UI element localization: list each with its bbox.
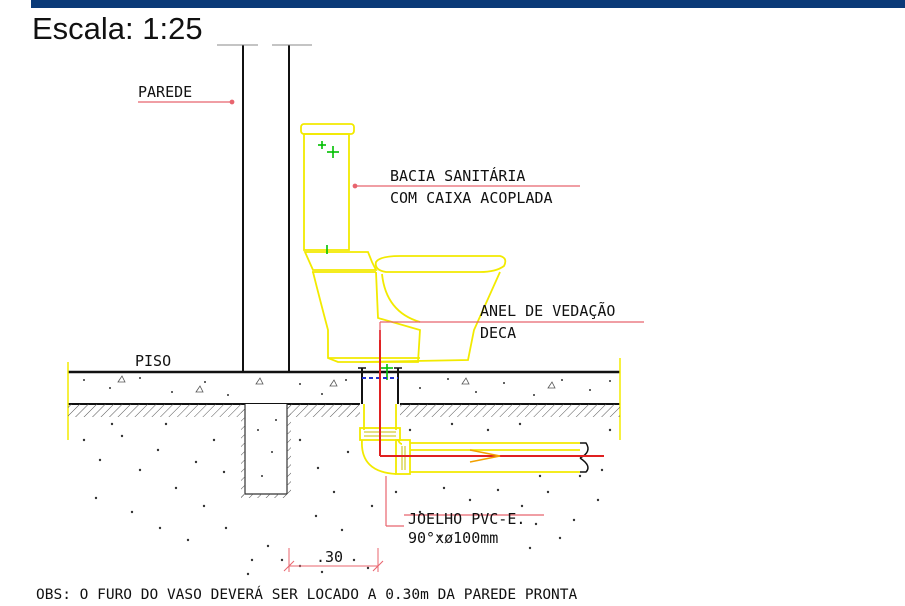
observation-note: OBS: O FURO DO VASO DEVERÁ SER LOCADO A … — [36, 586, 578, 603]
header-bar — [31, 0, 905, 8]
ring-label-line1: ANEL DE VEDAÇÃO — [480, 301, 615, 320]
wall — [217, 44, 312, 372]
wall-foundation — [241, 404, 291, 498]
scale-title: Escala: 1:25 — [32, 11, 203, 46]
elbow-label-line1: JOELHO PVC-E. — [408, 510, 525, 528]
ring-label-line2: DECA — [480, 324, 516, 342]
toilet-fixture — [300, 123, 507, 380]
soil-fill — [82, 422, 612, 576]
pipe-axis — [379, 330, 604, 463]
toilet-label-line1: BACIA SANITÁRIA — [390, 166, 525, 185]
elbow-label-line2: 90°xø100mm — [408, 529, 498, 547]
wall-label: PAREDE — [138, 83, 192, 101]
dimension-label: .30 — [316, 548, 343, 566]
leader-lines — [138, 99, 644, 527]
toilet-label-line2: COM CAIXA ACOPLADA — [390, 189, 553, 207]
floor-label: PISO — [135, 352, 171, 370]
floor-slab — [67, 358, 621, 440]
screw-markers — [318, 141, 393, 380]
dimension-line — [283, 548, 384, 572]
